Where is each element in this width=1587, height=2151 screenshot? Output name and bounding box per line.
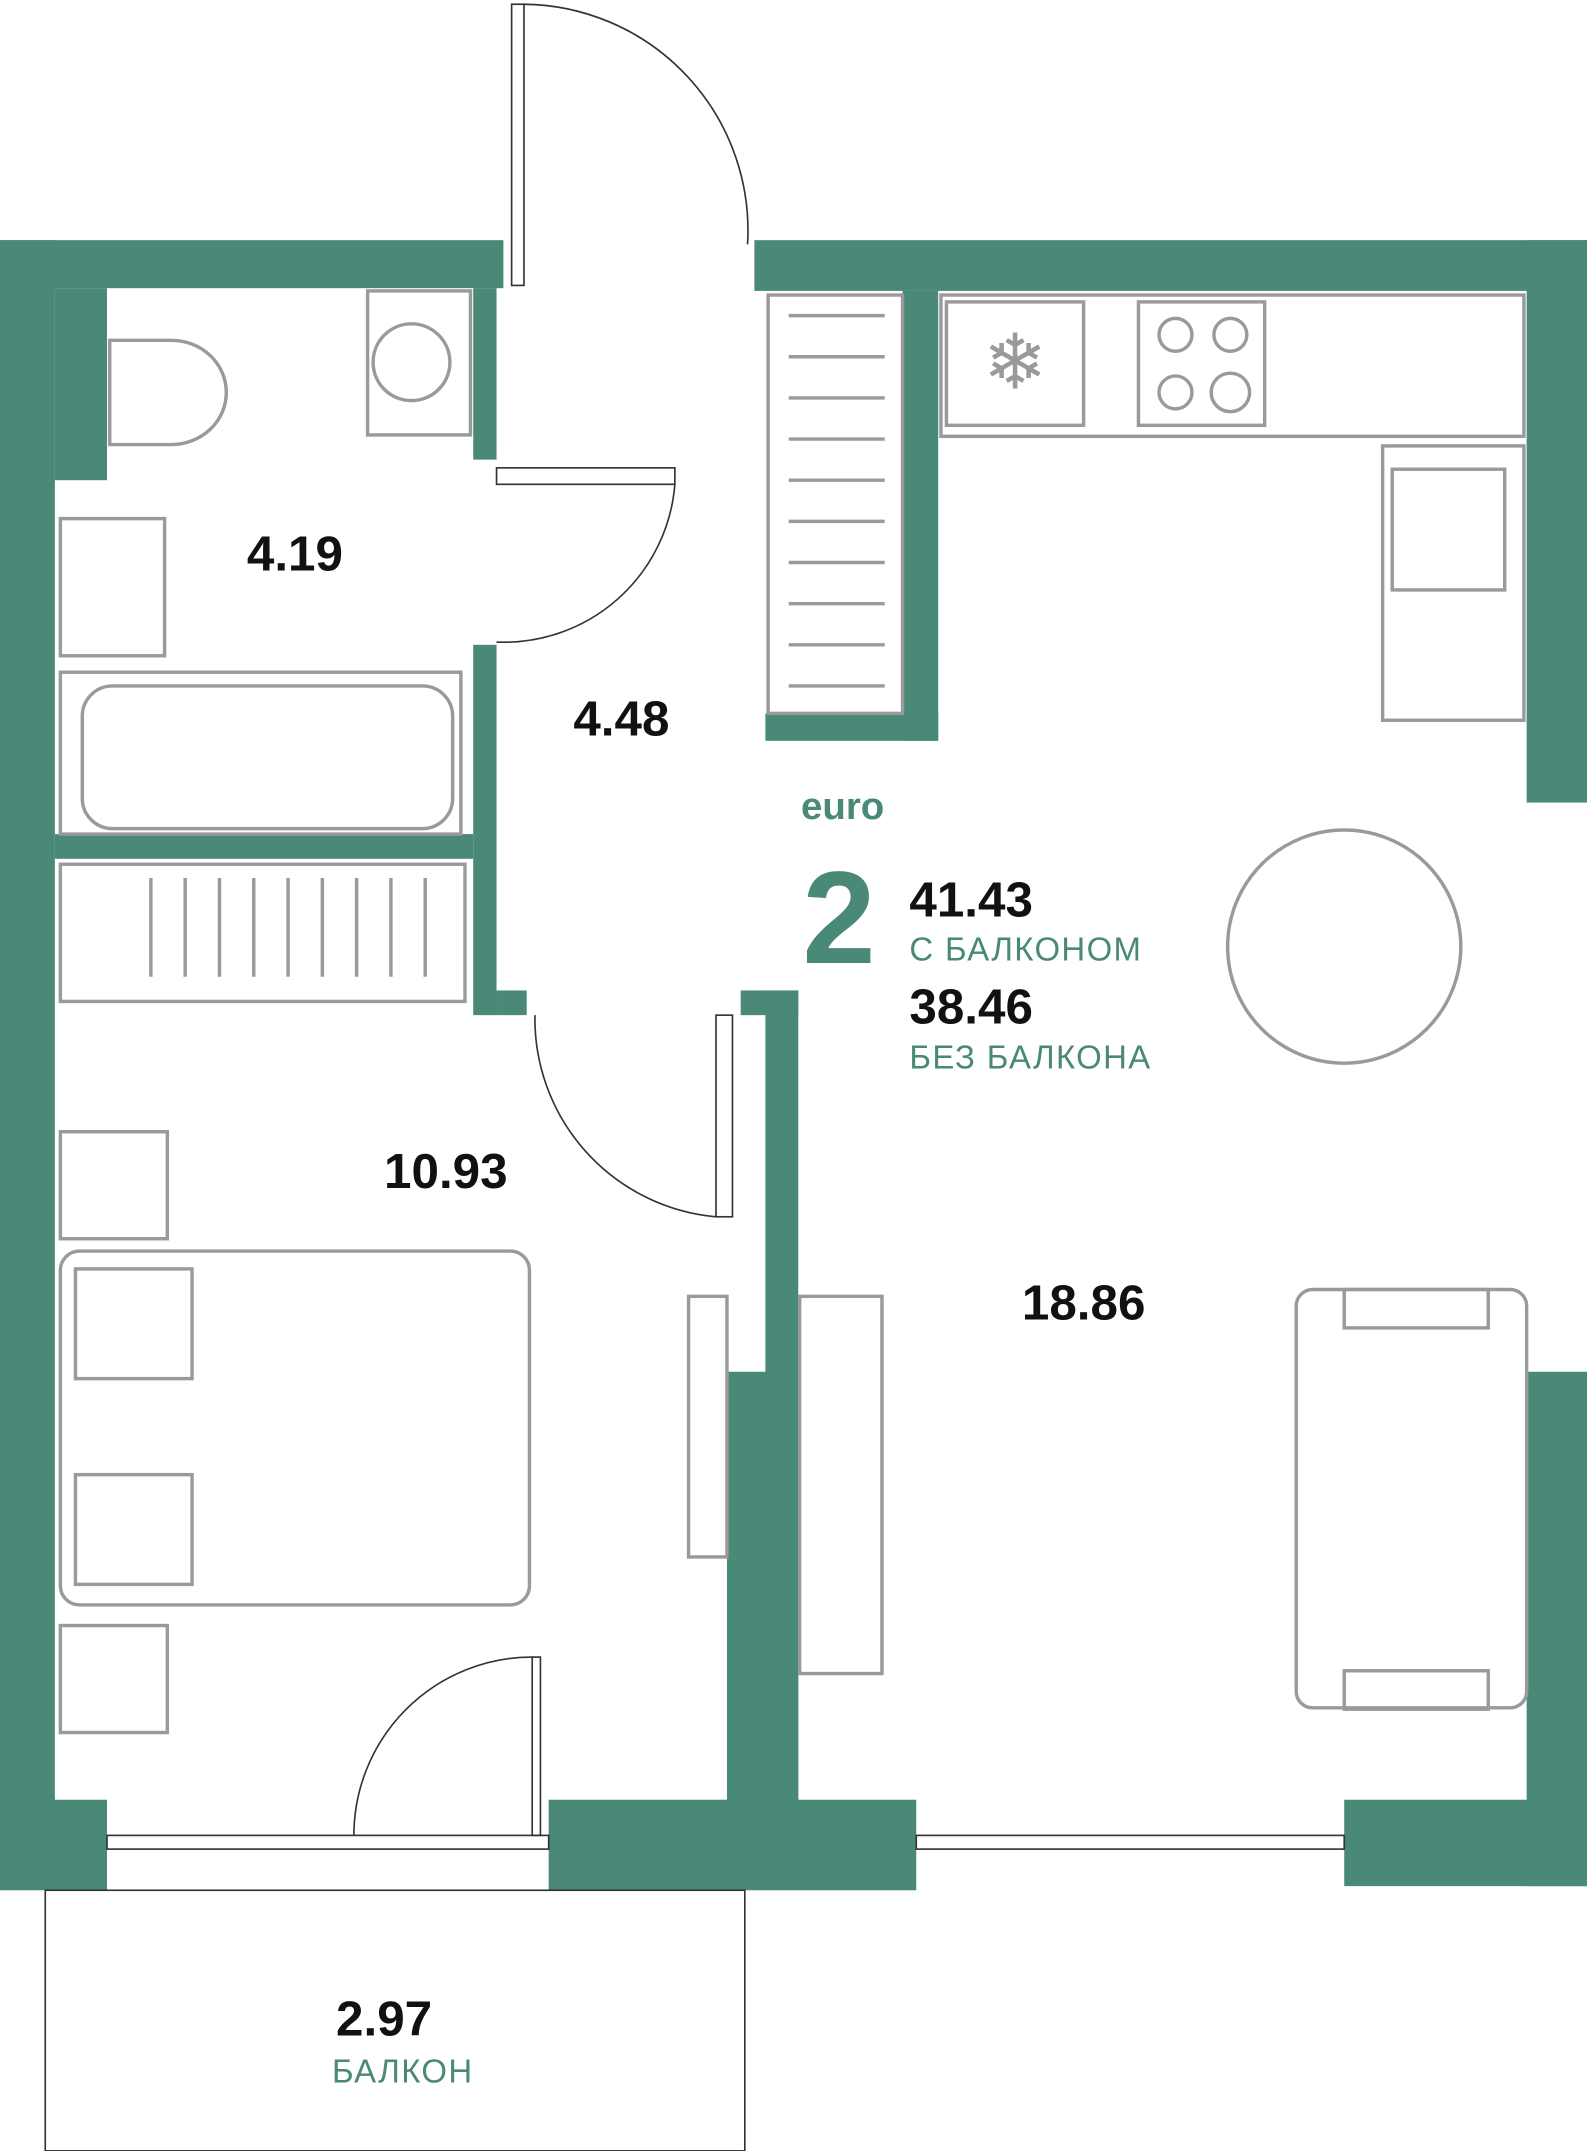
bedroom-area: 10.93	[384, 1144, 508, 1199]
doors	[44, 3, 1346, 2151]
hallway-area: 4.48	[573, 691, 669, 746]
balcony-label: БАЛКОН	[332, 2052, 474, 2089]
balcony-area: 2.97	[336, 1992, 432, 2047]
rooms-count: 2	[802, 844, 875, 991]
living-kitchen-area: 18.86	[1022, 1276, 1146, 1331]
walls	[0, 240, 1587, 1891]
bathroom-area: 4.19	[247, 527, 343, 582]
apartment-type-label: euro	[801, 785, 884, 828]
with-balcony-label: С БАЛКОНОМ	[909, 930, 1142, 967]
area-without-balcony: 38.46	[909, 979, 1033, 1034]
area-with-balcony: 41.43	[909, 872, 1033, 927]
snowflake-icon: ❄	[983, 318, 1047, 407]
furniture: ❄	[58, 289, 1529, 1735]
without-balcony-label: БЕЗ БАЛКОНА	[909, 1039, 1151, 1076]
